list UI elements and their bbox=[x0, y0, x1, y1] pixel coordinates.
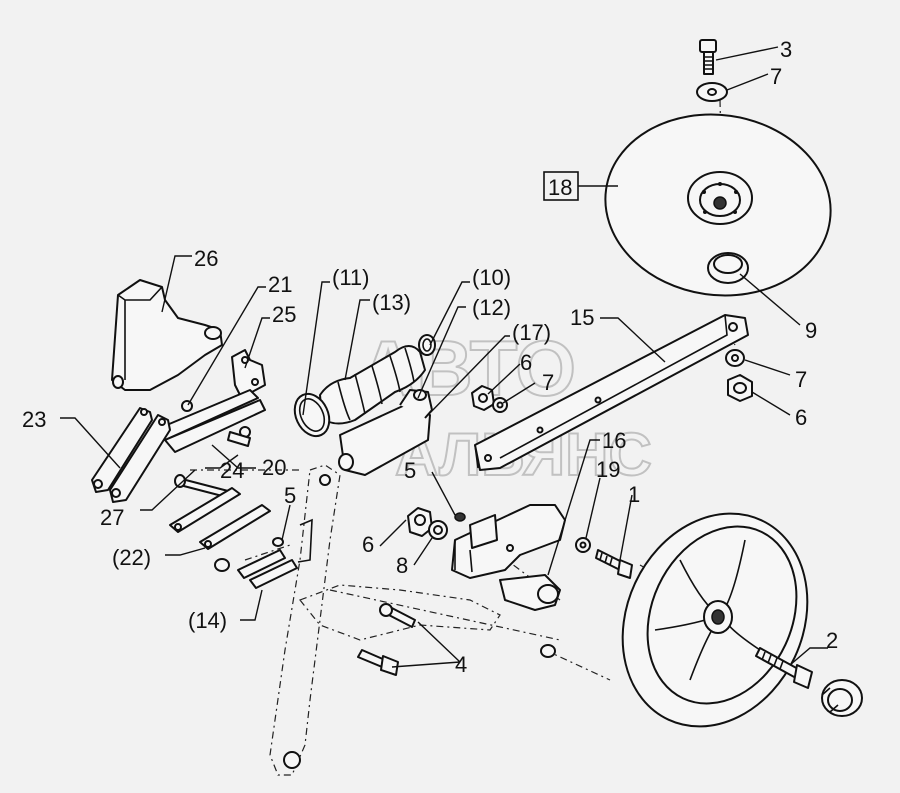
callout-16: 16 bbox=[602, 428, 626, 453]
bolt-1 bbox=[595, 549, 633, 579]
callout-6-center: 6 bbox=[362, 532, 374, 557]
bolt-4-upper bbox=[379, 603, 416, 628]
callout-11: (11) bbox=[332, 265, 370, 290]
callout-21: 21 bbox=[268, 272, 292, 297]
callout-6-upper: 6 bbox=[520, 350, 532, 375]
nut-6-right bbox=[727, 374, 753, 402]
callout-17: (17) bbox=[512, 320, 551, 345]
callout-13: (13) bbox=[372, 290, 411, 315]
ring-10 bbox=[418, 334, 436, 356]
bushing-8 bbox=[428, 520, 448, 540]
cylinder-body bbox=[338, 389, 433, 476]
bolt-3 bbox=[699, 39, 717, 75]
clamp-11 bbox=[293, 392, 331, 438]
wheel-arm bbox=[499, 574, 561, 611]
callout-12: (12) bbox=[472, 295, 511, 320]
callout-4: 4 bbox=[455, 652, 467, 677]
callout-24: 24 bbox=[220, 458, 244, 483]
hub-cap bbox=[821, 679, 863, 717]
callout-14: (14) bbox=[188, 608, 227, 633]
callout-7-right: 7 bbox=[795, 367, 807, 392]
link-27 bbox=[109, 414, 171, 503]
guard-26 bbox=[111, 279, 223, 391]
callout-9: 9 bbox=[805, 318, 817, 343]
callout-5-center: 5 bbox=[404, 458, 416, 483]
callout-20: 20 bbox=[262, 455, 286, 480]
pin-20 bbox=[174, 474, 233, 499]
bolt-4-lower bbox=[357, 649, 399, 676]
hub-9 bbox=[707, 252, 749, 284]
bellows-13 bbox=[319, 345, 426, 425]
bolt-5-center bbox=[454, 512, 466, 522]
callout-5-left: 5 bbox=[284, 483, 296, 508]
bolt-2 bbox=[755, 647, 813, 689]
callout-18: 18 bbox=[548, 175, 572, 200]
nut-6-upper bbox=[471, 385, 495, 411]
callout-labels: 3 7 18 9 26 (11) (10) (13) (12) 21 25 15… bbox=[22, 37, 838, 677]
callout-27: 27 bbox=[100, 505, 124, 530]
callout-2: 2 bbox=[826, 628, 838, 653]
callout-15: 15 bbox=[570, 305, 594, 330]
plates-24 bbox=[154, 389, 266, 453]
callout-6-right: 6 bbox=[795, 405, 807, 430]
bracket-16 bbox=[451, 504, 566, 579]
callout-8: 8 bbox=[396, 553, 408, 578]
bracket-25 bbox=[231, 349, 266, 396]
callout-7-top: 7 bbox=[770, 64, 782, 89]
callout-10: (10) bbox=[472, 265, 511, 290]
washer-7-upper bbox=[492, 397, 508, 413]
washer-7-right bbox=[725, 349, 745, 367]
callout-26: 26 bbox=[194, 246, 218, 271]
callout-25: 25 bbox=[272, 302, 296, 327]
washer-19 bbox=[575, 537, 591, 553]
callout-23: 23 bbox=[22, 407, 46, 432]
wheel bbox=[621, 512, 809, 728]
washer-lower bbox=[540, 644, 556, 658]
callout-3: 3 bbox=[780, 37, 792, 62]
callout-22: (22) bbox=[112, 545, 151, 570]
callout-1: 1 bbox=[628, 482, 640, 507]
main-frame bbox=[269, 464, 501, 776]
callout-19: 19 bbox=[596, 457, 620, 482]
arm-15 bbox=[474, 314, 749, 471]
link-23 bbox=[91, 407, 153, 493]
washer-7-top bbox=[696, 82, 728, 102]
plates-22 bbox=[169, 487, 271, 550]
callout-7-upper: 7 bbox=[542, 370, 554, 395]
plates-14 bbox=[214, 537, 298, 589]
leader-lines bbox=[60, 46, 828, 668]
disc-18 bbox=[604, 113, 832, 297]
